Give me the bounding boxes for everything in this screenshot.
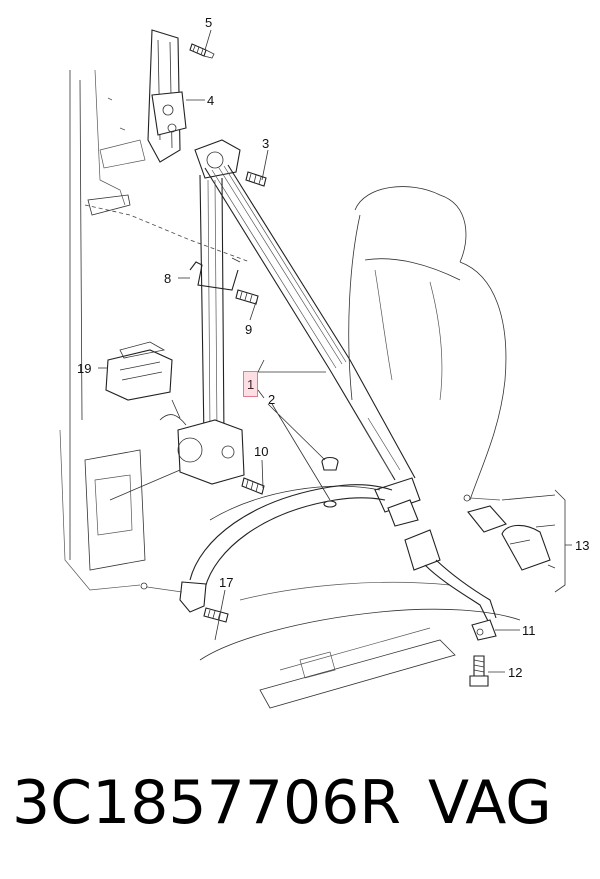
seat-belt-exploded-diagram: 5 4 3 8 9 19 1 2 10 13 17 11 12 <box>59 15 589 709</box>
callout-1: 1 <box>247 377 254 392</box>
bolt-part-5 <box>189 43 215 59</box>
callout-2: 2 <box>268 392 275 407</box>
cap-part-2 <box>321 456 339 508</box>
callout-labels: 5 4 3 8 9 19 1 2 10 13 17 11 12 <box>77 15 589 680</box>
leader-lines <box>98 29 572 673</box>
belt-webbing-part-1 <box>204 164 421 527</box>
callout-17: 17 <box>219 575 233 590</box>
buckle-part-11 <box>404 529 497 641</box>
part-number-caption: 3C1857706R <box>12 768 401 838</box>
seat-outline <box>199 186 521 709</box>
callout-4: 4 <box>207 93 214 108</box>
lap-belt <box>179 484 393 613</box>
callout-19: 19 <box>77 361 91 376</box>
callout-9: 9 <box>245 322 252 337</box>
callout-11: 11 <box>522 623 536 638</box>
cable-guide-part-8 <box>189 257 241 291</box>
callout-5: 5 <box>205 15 212 30</box>
callout-12: 12 <box>508 665 522 680</box>
cover-parts-13 <box>463 494 551 571</box>
callout-1-highlight <box>243 371 258 397</box>
bolt-part-10 <box>241 477 265 495</box>
callout-8: 8 <box>164 271 171 286</box>
callout-3: 3 <box>262 136 269 151</box>
control-unit-part-19 <box>105 341 173 401</box>
b-pillar-structure <box>59 69 251 591</box>
belt-retractor-unit <box>159 399 245 485</box>
height-adjuster-part-4 <box>147 29 187 163</box>
brand-caption: VAG <box>428 768 552 838</box>
callout-13: 13 <box>575 538 589 553</box>
bolt-part-12 <box>469 655 489 687</box>
bolt-part-9 <box>235 289 259 305</box>
callout-10: 10 <box>254 444 268 459</box>
upper-belt-guide <box>194 139 267 187</box>
retractor-column <box>199 174 225 441</box>
